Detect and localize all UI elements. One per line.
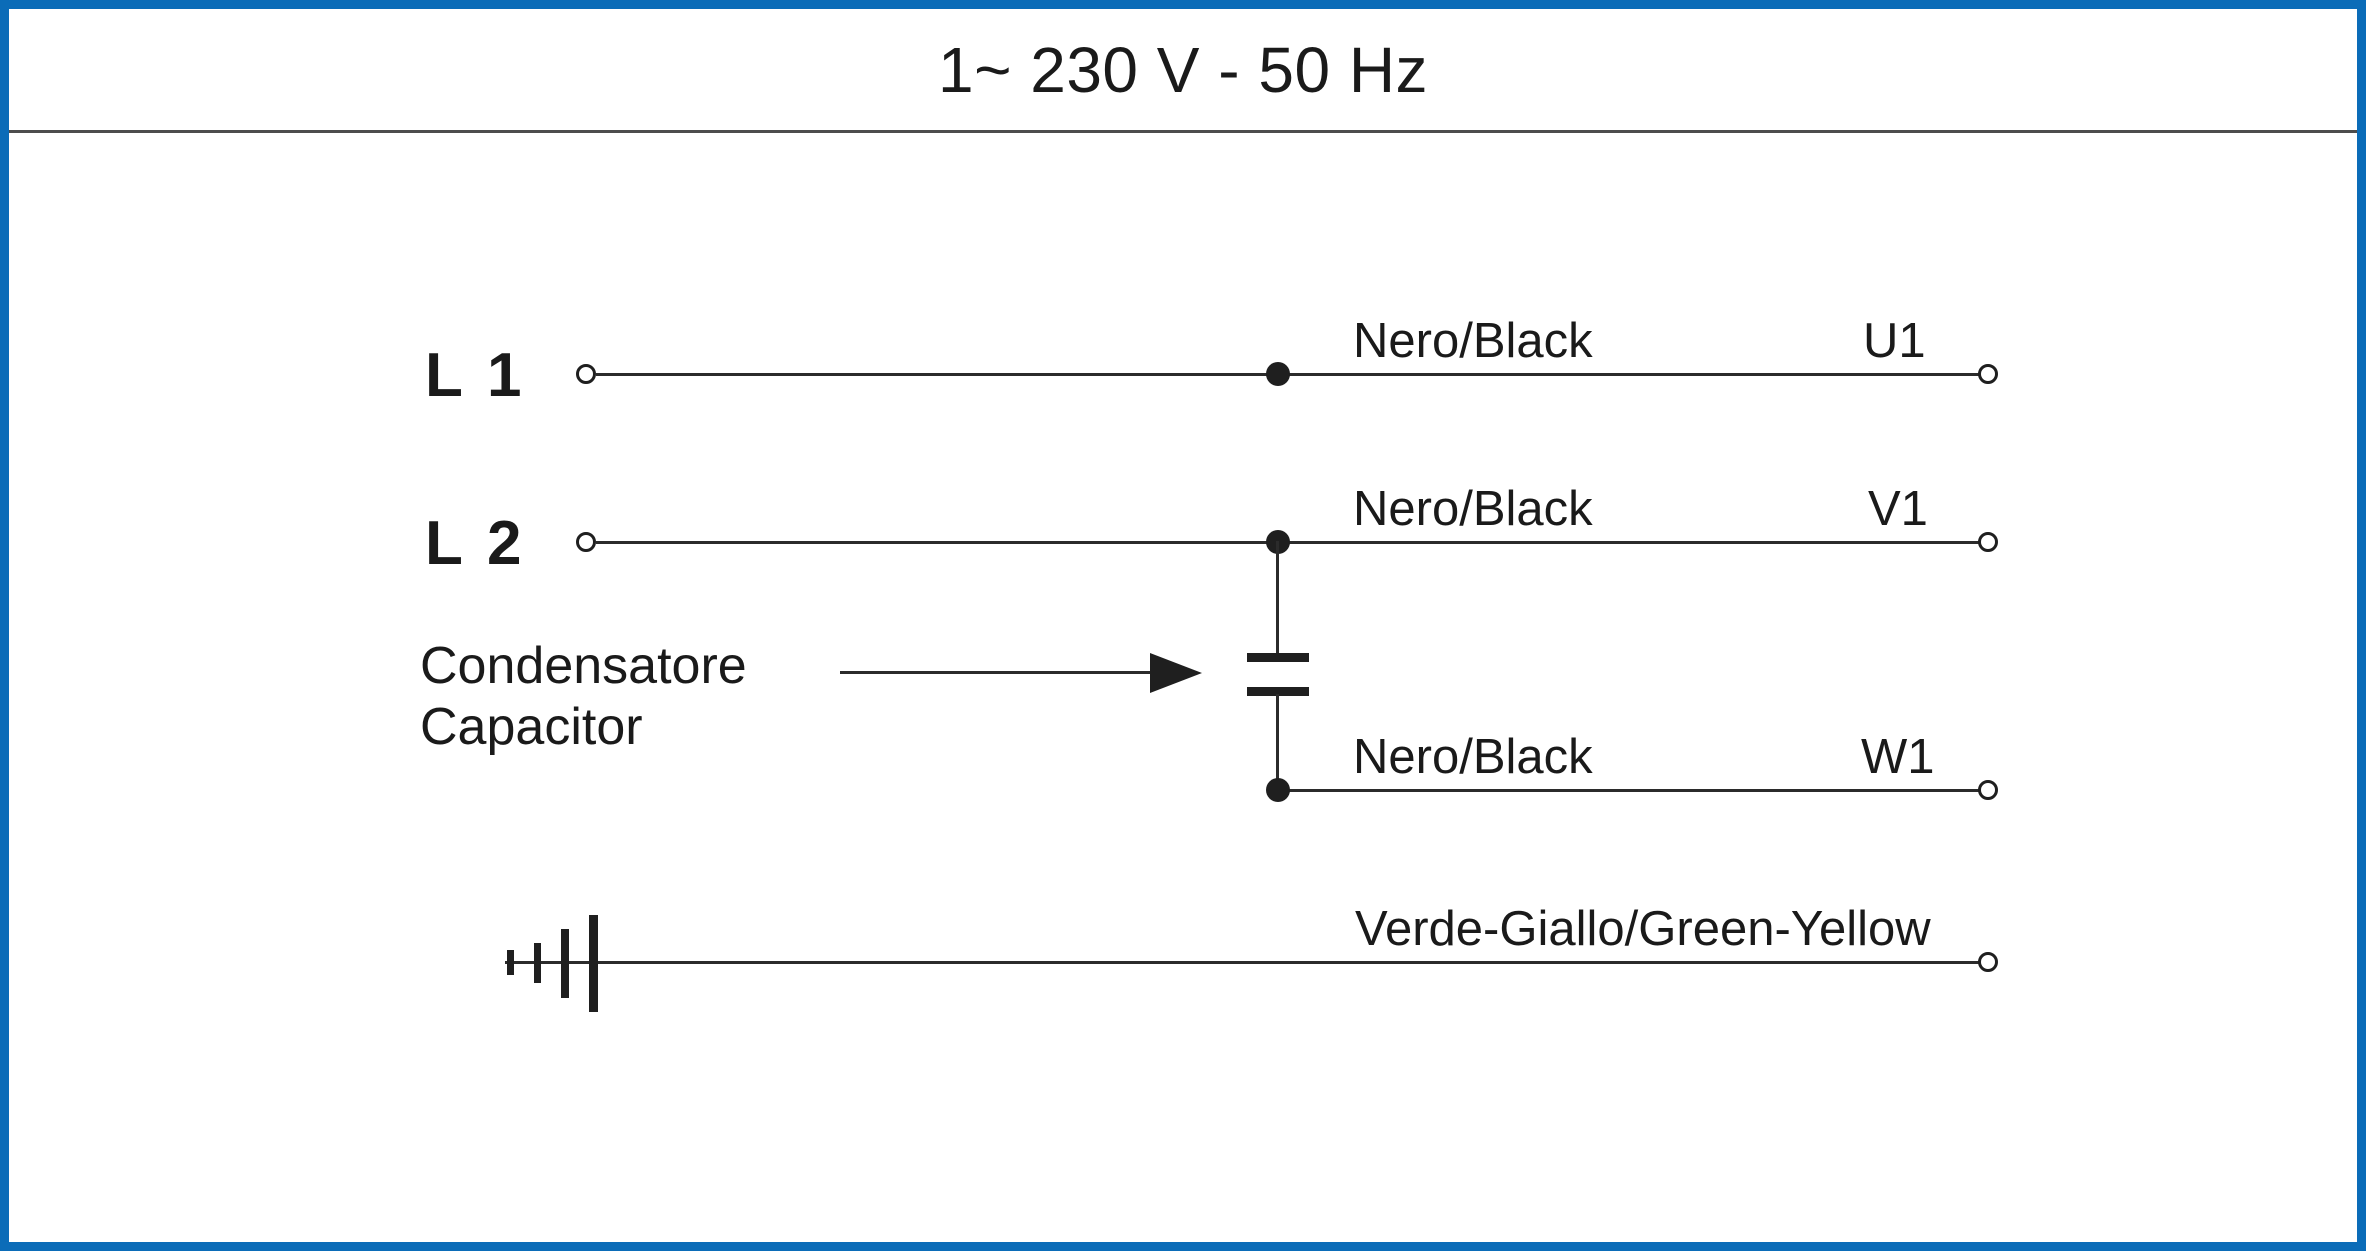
- capacitor-pointer-line: [840, 671, 1156, 674]
- wire-color-label-earth: Verde-Giallo/Green-Yellow: [1355, 902, 1931, 956]
- terminal-l2[interactable]: [576, 532, 596, 552]
- capacitor-plate-top: [1247, 653, 1309, 662]
- terminal-label-w1: W1: [1861, 730, 1935, 784]
- terminal-w1[interactable]: [1978, 780, 1998, 800]
- diagram-title-band: 1~ 230 V - 50 Hz: [9, 9, 2357, 131]
- page-title: 1~ 230 V - 50 Hz: [937, 34, 1429, 106]
- terminal-l1[interactable]: [576, 364, 596, 384]
- ground-bar-1-icon: [507, 950, 514, 975]
- phase-label-l2: L 2: [425, 509, 526, 578]
- wire-earth: [505, 961, 1988, 964]
- title-divider: [9, 130, 2357, 133]
- capacitor-lead-bottom: [1276, 694, 1279, 790]
- wire-l2-v1: [596, 541, 1988, 544]
- wire-w1: [1276, 789, 1988, 792]
- ground-bar-3-icon: [561, 929, 569, 998]
- wire-l1-u1: [596, 373, 1988, 376]
- terminal-u1[interactable]: [1978, 364, 1998, 384]
- wire-color-label-v1: Nero/Black: [1353, 482, 1593, 536]
- junction-dot-l1: [1266, 362, 1290, 386]
- capacitor-label-it: Condensatore: [420, 637, 747, 695]
- junction-dot-w1: [1266, 778, 1290, 802]
- wire-color-label-u1: Nero/Black: [1353, 314, 1593, 368]
- ground-bar-4-icon: [589, 915, 598, 1012]
- terminal-v1[interactable]: [1978, 532, 1998, 552]
- capacitor-label-en: Capacitor: [420, 698, 643, 756]
- capacitor-pointer-arrow-icon: [1150, 653, 1202, 693]
- capacitor-plate-bottom: [1247, 687, 1309, 696]
- ground-bar-2-icon: [534, 943, 541, 983]
- terminal-label-u1: U1: [1863, 314, 1926, 368]
- terminal-label-v1: V1: [1868, 482, 1928, 536]
- phase-label-l1: L 1: [425, 341, 526, 410]
- wire-color-label-w1: Nero/Black: [1353, 730, 1593, 784]
- terminal-earth[interactable]: [1978, 952, 1998, 972]
- capacitor-lead-top: [1276, 541, 1279, 657]
